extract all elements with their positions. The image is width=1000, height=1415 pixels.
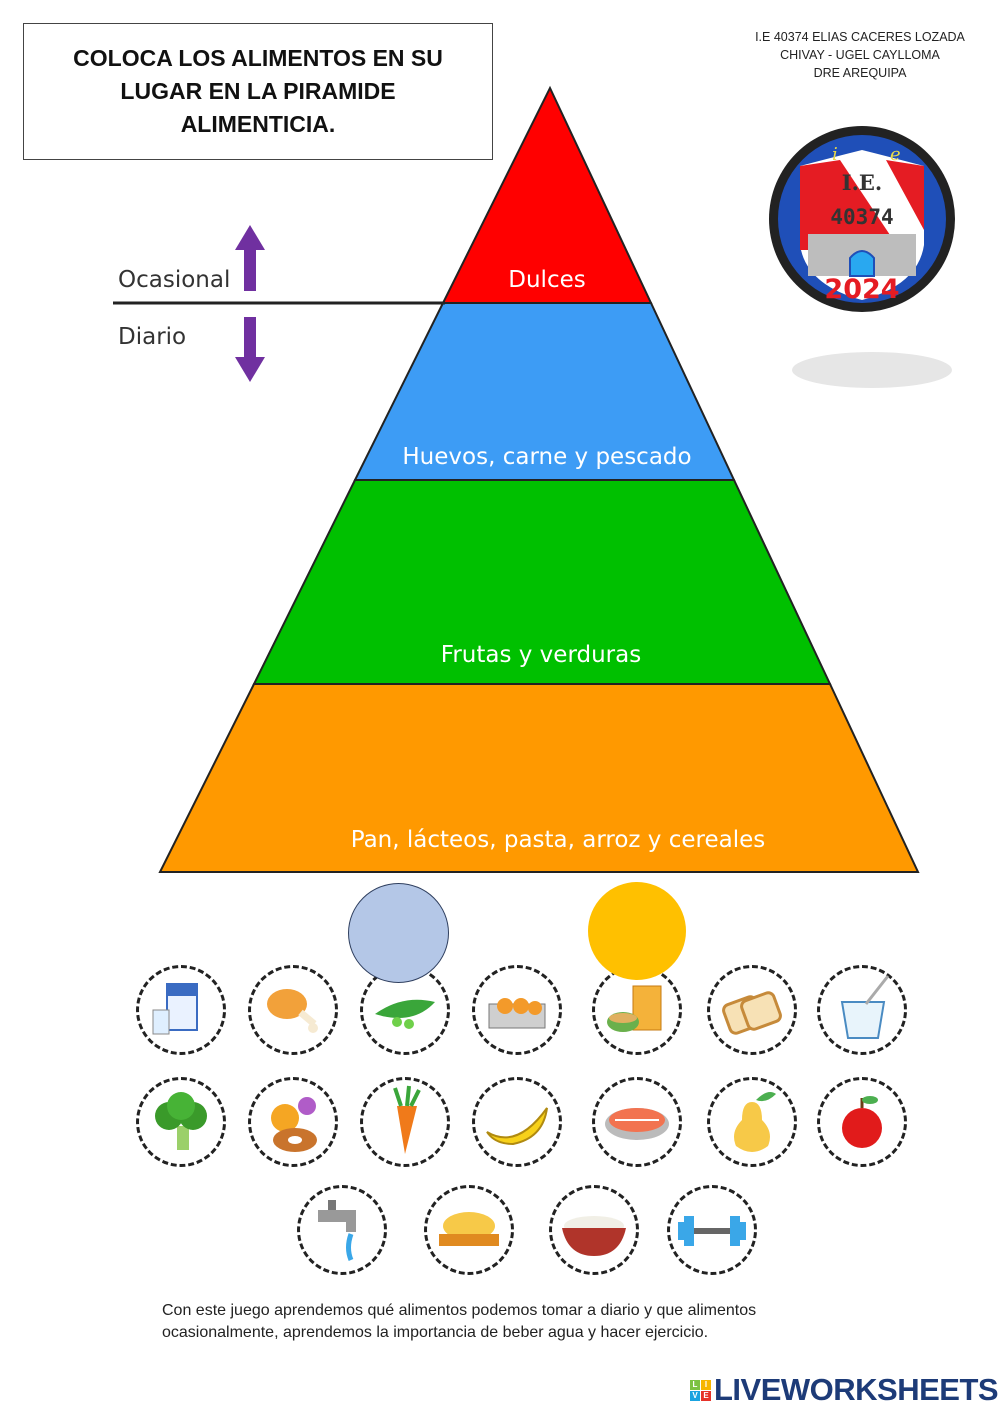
instruction-title: COLOCA LOS ALIMENTOS EN SU LUGAR EN LA P… [23, 23, 493, 160]
arrow-down-icon [235, 317, 265, 382]
draggable-food-item[interactable] [472, 1077, 562, 1167]
pear-icon [734, 1092, 776, 1152]
draggable-food-item[interactable] [549, 1185, 639, 1275]
brand-letter: V [690, 1390, 700, 1401]
placement-marker-blue[interactable] [348, 883, 449, 983]
water-tap-icon [318, 1200, 356, 1261]
draggable-food-item[interactable] [707, 1077, 797, 1167]
level-label-fruits: Frutas y verduras [441, 642, 641, 668]
level-label-protein: Huevos, carne y pescado [402, 444, 691, 470]
draggable-food-item[interactable] [592, 1077, 682, 1167]
brand-mark: L I V E [690, 1379, 711, 1401]
footer-line-1: Con este juego aprendemos qué alimentos … [162, 1302, 757, 1319]
peas-icon [375, 999, 435, 1029]
cake-icon [439, 1212, 499, 1246]
draggable-food-item[interactable] [136, 1077, 226, 1167]
school-location: CHIVAY - UGEL CAYLLOMA [780, 48, 940, 62]
footer-line-2: ocasionalmente, aprendemos la importanci… [162, 1324, 709, 1341]
title-text: COLOCA LOS ALIMENTOS EN SU LUGAR EN LA P… [73, 45, 443, 137]
eggs-icon [488, 998, 546, 1029]
draggable-food-item[interactable] [707, 965, 797, 1055]
draggable-food-item[interactable] [136, 965, 226, 1055]
liveworksheets-logo: L I V E LIVEWORKSHEETS [690, 1372, 999, 1408]
draggable-food-item[interactable] [424, 1185, 514, 1275]
school-region: DRE AREQUIPA [813, 66, 907, 80]
draggable-food-item[interactable] [360, 1077, 450, 1167]
brand-letter: L [690, 1379, 700, 1390]
chicken-leg-icon [267, 989, 318, 1033]
brand-name: LIVEWORKSHEETS [714, 1372, 999, 1407]
draggable-food-item[interactable] [667, 1185, 757, 1275]
arrow-up-icon [235, 225, 265, 291]
rice-bowl-icon [562, 1216, 626, 1256]
school-name: I.E 40374 ELIAS CACERES LOZADA [755, 30, 965, 44]
yogurt-icon [840, 975, 890, 1039]
svg-text:i: i [832, 144, 838, 165]
cereal-icon [607, 985, 662, 1032]
bread-icon [722, 991, 782, 1035]
brand-letter: I [701, 1379, 711, 1390]
pyramid-level-grains-dairy [158, 683, 920, 873]
level-label-grains: Pan, lácteos, pasta, arroz y cereales [351, 827, 766, 853]
banana-icon [486, 1107, 548, 1146]
draggable-food-item[interactable] [817, 965, 907, 1055]
dumbbell-icon [678, 1216, 746, 1246]
apple-icon [842, 1096, 882, 1148]
school-logo: I.E. 40374 2024 i e [769, 126, 955, 388]
school-header: I.E 40374 ELIAS CACERES LOZADA CHIVAY - … [720, 28, 1000, 82]
sweets-icon [271, 1097, 317, 1152]
svg-text:40374: 40374 [830, 205, 893, 229]
draggable-food-item[interactable] [817, 1077, 907, 1167]
brand-letter: E [701, 1390, 711, 1401]
draggable-food-item[interactable] [472, 965, 562, 1055]
footer-text: Con este juego aprendemos qué alimentos … [162, 1300, 756, 1344]
draggable-food-item[interactable] [592, 965, 682, 1055]
svg-text:I.E.: I.E. [842, 170, 882, 195]
draggable-food-item[interactable] [248, 965, 338, 1055]
draggable-food-item[interactable] [297, 1185, 387, 1275]
carrot-icon [393, 1085, 421, 1154]
broccoli-icon [155, 1092, 207, 1150]
placement-marker-yellow[interactable] [588, 882, 686, 980]
svg-text:e: e [890, 144, 901, 165]
daily-label: Diario [118, 324, 186, 350]
level-label-sweets: Dulces [508, 267, 585, 293]
milk-icon [152, 983, 198, 1035]
occasional-label: Ocasional [118, 267, 230, 293]
fish-icon [605, 1108, 669, 1140]
draggable-food-item[interactable] [248, 1077, 338, 1167]
svg-text:2024: 2024 [824, 274, 899, 305]
